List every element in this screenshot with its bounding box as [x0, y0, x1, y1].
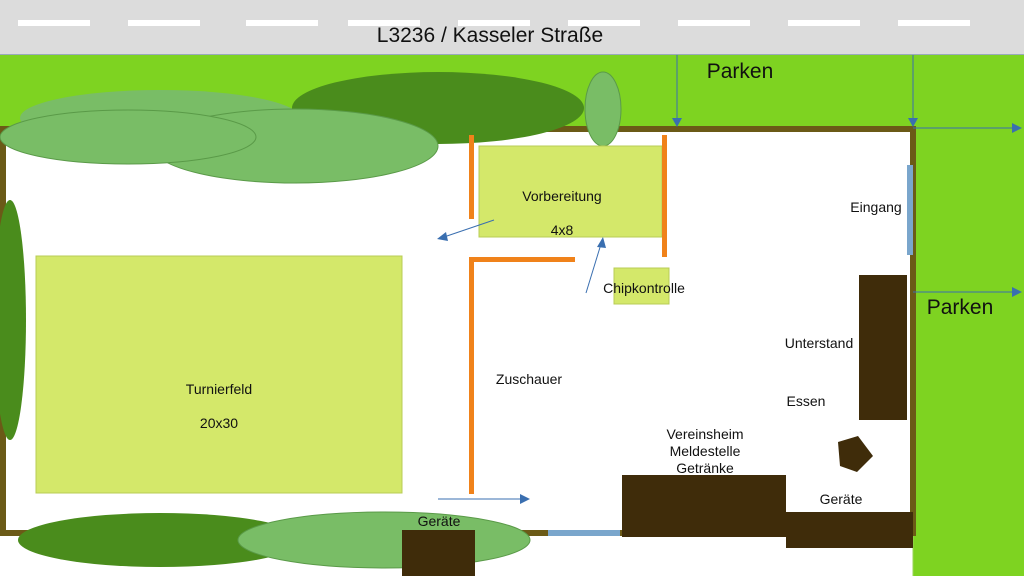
tree — [584, 71, 622, 147]
parking-right-area — [913, 55, 1024, 576]
chip-control-label: Chipkontrolle — [603, 280, 685, 296]
lane-marking — [678, 20, 750, 26]
equipment-right-building — [786, 512, 913, 548]
tree — [237, 511, 531, 569]
lane-marking — [128, 20, 200, 26]
shelter-label: Unterstand — [784, 335, 854, 351]
lane-marking — [568, 20, 640, 26]
food-stand — [838, 436, 873, 472]
preparation-label: Vorbereitung 4x8 — [479, 171, 645, 256]
tree — [0, 109, 257, 165]
tree — [0, 200, 26, 440]
preparation-area — [478, 145, 663, 238]
barrier — [469, 257, 474, 494]
spectators-label: Zuschauer — [495, 371, 563, 387]
lane-marking — [898, 20, 970, 26]
entrance-gate — [907, 165, 913, 255]
arrow-head — [672, 118, 682, 127]
arrow-head — [1012, 123, 1022, 133]
chip-control-area — [613, 267, 670, 305]
entrance-label: Eingang — [850, 199, 902, 215]
tournament-field-label: Turnierfeld 20x30 — [36, 364, 402, 449]
parking-right-label: Parken — [926, 296, 994, 319]
arrow-head — [908, 118, 918, 127]
arrow-head — [597, 237, 606, 248]
equipment-bottom-building — [402, 530, 475, 576]
food-label: Essen — [786, 393, 826, 409]
barrier — [662, 135, 667, 257]
tournament-field-size: 20x30 — [199, 415, 239, 431]
barrier — [469, 257, 575, 262]
clubhouse-building — [622, 475, 786, 537]
road — [0, 0, 1024, 55]
clubhouse-label: Vereinsheim Meldestelle Getränke — [666, 426, 744, 476]
shelter-building — [859, 275, 907, 420]
tournament-field — [35, 255, 403, 494]
barrier — [469, 135, 474, 219]
arrow-head — [1012, 287, 1022, 297]
preparation-size: 4x8 — [550, 222, 574, 238]
lane-marking — [18, 20, 90, 26]
parking-top-label: Parken — [706, 60, 774, 83]
arrow-head — [520, 494, 530, 504]
lane-marking — [458, 20, 530, 26]
preparation-name: Vorbereitung — [522, 188, 602, 204]
lane-marking — [348, 20, 420, 26]
bottom-gate — [548, 530, 620, 536]
arrow-head — [437, 232, 448, 241]
tree — [18, 513, 302, 567]
tournament-field-name: Turnierfeld — [185, 381, 253, 397]
road-label: L3236 / Kasseler Straße — [376, 24, 604, 47]
lane-marking — [246, 20, 318, 26]
lane-marking — [788, 20, 860, 26]
equipment-bottom-label: Geräte — [417, 513, 461, 529]
equipment-right-label: Geräte — [819, 491, 863, 507]
